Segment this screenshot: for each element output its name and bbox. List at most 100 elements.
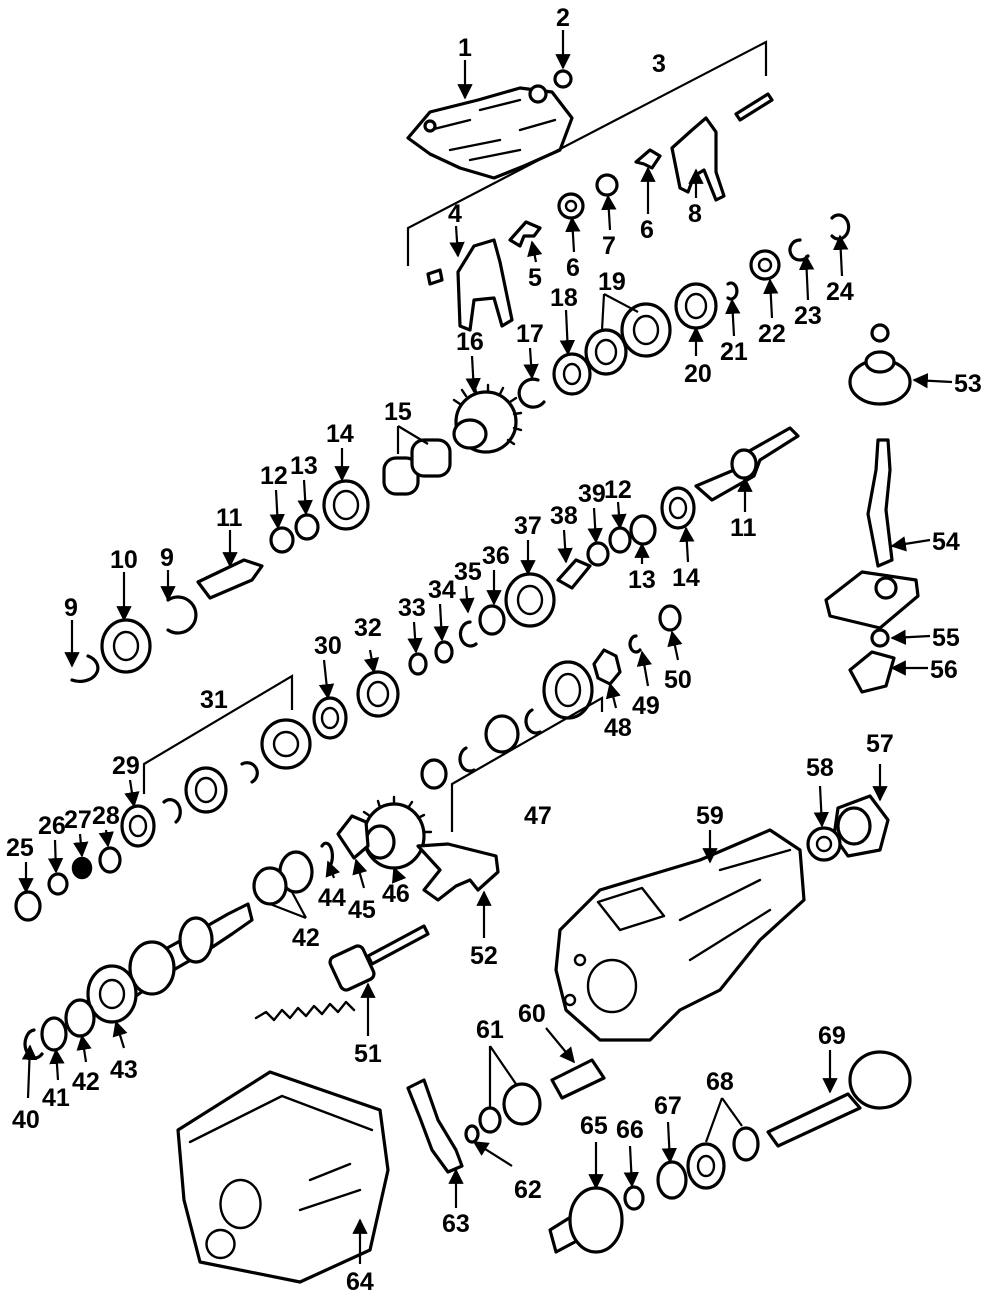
part-mainshaft	[118, 902, 254, 998]
part-ring-29	[120, 804, 156, 848]
callout-32: 32	[354, 614, 382, 642]
part-bearing-68	[686, 1126, 760, 1190]
callout-62: 62	[514, 1176, 542, 1204]
part-snap-ring-17	[517, 377, 546, 409]
callout-11b: 11	[730, 514, 757, 542]
callout-57: 57	[866, 730, 894, 758]
part-washer-41	[40, 1016, 68, 1052]
part-washer-50	[658, 604, 682, 632]
part-gear-45	[336, 814, 370, 860]
part-bearing-19	[584, 302, 672, 376]
part-gear-48	[592, 648, 622, 686]
callout-24: 24	[826, 278, 854, 306]
callout-49: 49	[632, 692, 660, 720]
part-washer-33	[408, 652, 428, 676]
callout-38: 38	[550, 502, 578, 530]
callout-58: 58	[806, 754, 834, 782]
callout-50: 50	[664, 666, 692, 694]
callout-30: 30	[314, 632, 342, 660]
callout-45: 45	[348, 896, 376, 924]
callout-56: 56	[930, 656, 958, 684]
callout-21: 21	[720, 338, 748, 366]
callout-66: 66	[616, 1116, 644, 1144]
callout-48: 48	[604, 714, 632, 742]
callout-13a: 13	[290, 452, 318, 480]
callout-37: 37	[514, 512, 542, 540]
part-washer-34	[434, 640, 454, 664]
part-nut-55	[870, 628, 890, 648]
callout-68: 68	[706, 1068, 734, 1096]
part-output-shaft-69	[766, 1050, 912, 1148]
part-bushing-58	[806, 826, 842, 862]
callout-40: 40	[12, 1106, 40, 1134]
bracket-3	[406, 40, 768, 266]
callout-29: 29	[112, 752, 140, 780]
part-bearing-67	[656, 1160, 688, 1200]
callout-53: 53	[954, 370, 982, 398]
callout-59: 59	[696, 802, 724, 830]
callout-34: 34	[428, 576, 456, 604]
callout-26: 26	[38, 812, 66, 840]
part-shift-rail-51	[254, 924, 430, 1022]
callout-12a: 12	[260, 462, 288, 490]
callout-42b: 42	[72, 1068, 100, 1096]
part-washer-25	[14, 890, 42, 922]
callout-5: 5	[528, 264, 542, 292]
part-synchro-32	[356, 670, 400, 718]
callout-55: 55	[932, 624, 960, 652]
part-bearing-18	[552, 352, 592, 396]
part-synchro-20	[674, 282, 718, 330]
part-washer-13a	[294, 513, 320, 541]
part-shift-cover	[406, 84, 574, 180]
callout-1: 1	[458, 34, 472, 62]
callout-41: 41	[42, 1084, 70, 1112]
callout-11a: 11	[216, 504, 243, 532]
part-bearing-15	[382, 438, 452, 496]
part-flange-65	[548, 1186, 624, 1254]
part-extension-57	[832, 794, 890, 858]
part-ring-7	[595, 173, 619, 197]
part-bearing-22	[749, 249, 781, 281]
part-bearing-42a	[252, 850, 314, 906]
callout-6b: 6	[640, 216, 654, 244]
callout-13b: 13	[628, 566, 656, 594]
callout-labels: 1 2 3 4 5 6 6 7 8 9 9 10 11 11 12 12 13 …	[6, 4, 982, 1296]
callout-14a: 14	[326, 420, 354, 448]
callout-35: 35	[454, 558, 482, 586]
part-shifter-base-53	[848, 323, 912, 406]
callout-44: 44	[318, 884, 346, 912]
part-clip-21	[726, 281, 739, 301]
callout-67: 67	[654, 1092, 682, 1120]
callout-19: 19	[598, 268, 626, 296]
part-shift-fork-8	[670, 116, 726, 202]
part-washer-27	[71, 856, 93, 880]
callout-12b: 12	[604, 476, 632, 504]
part-snap-ring-40	[23, 1028, 44, 1060]
part-gear-46	[362, 795, 433, 870]
callout-27: 27	[64, 806, 92, 834]
callout-43: 43	[110, 1056, 138, 1084]
part-ring-30	[312, 696, 348, 740]
part-gear-16	[452, 383, 523, 454]
callout-8: 8	[688, 200, 702, 228]
part-washer-42b	[64, 998, 96, 1038]
part-gear-43	[86, 964, 138, 1024]
part-nut-2	[553, 69, 573, 89]
callout-9b: 9	[160, 544, 174, 572]
callout-33: 33	[398, 594, 426, 622]
part-gear-37	[504, 572, 556, 628]
part-snap-ring-9b	[70, 654, 100, 683]
part-gear-set-47	[420, 660, 594, 790]
callout-10: 10	[110, 546, 138, 574]
part-snap-ring-35	[458, 620, 478, 648]
part-washer-12a	[269, 526, 295, 554]
part-race-14a	[322, 479, 370, 531]
part-washer-28	[98, 846, 122, 874]
callout-64: 64	[346, 1268, 374, 1296]
part-shift-fork-4	[426, 238, 514, 332]
part-pin-3	[734, 92, 774, 122]
callout-2: 2	[556, 4, 570, 32]
callout-52: 52	[470, 942, 498, 970]
callout-36: 36	[482, 542, 510, 570]
part-washer-66	[623, 1185, 645, 1211]
